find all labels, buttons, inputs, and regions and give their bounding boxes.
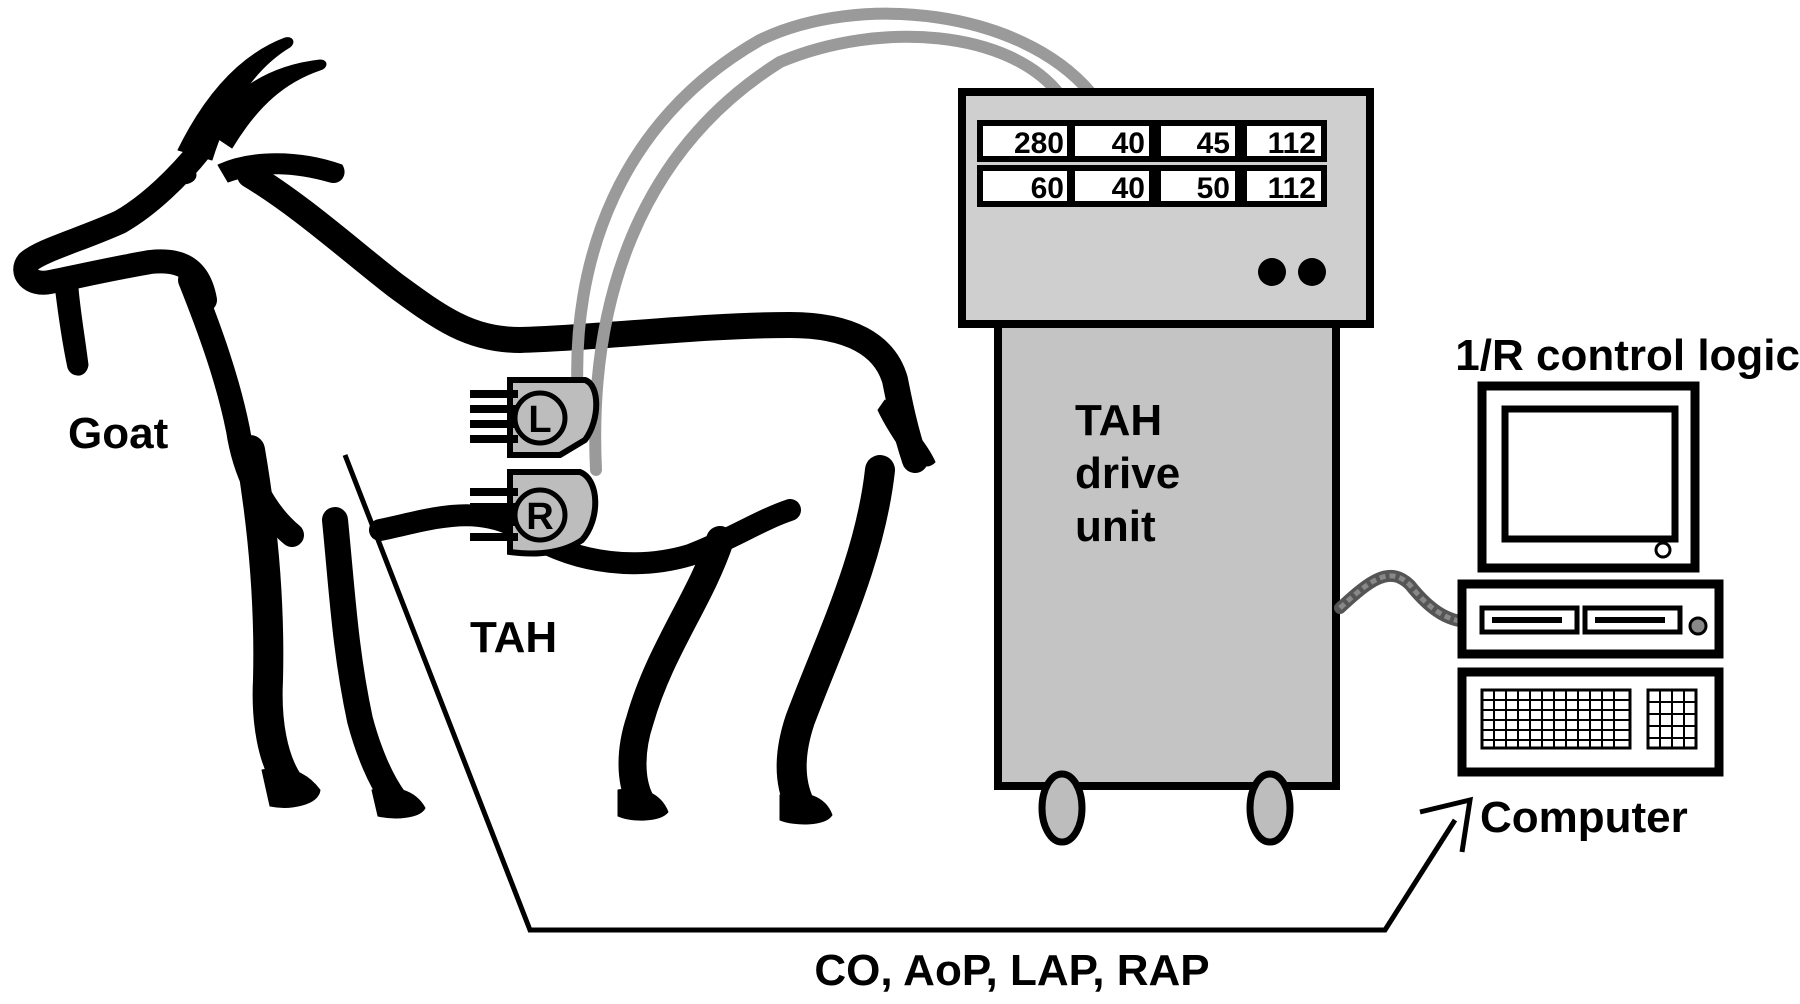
display-row-1: 280 40 45 112 xyxy=(977,120,1327,162)
control-logic-label: 1/R control logic xyxy=(1455,331,1800,380)
display-r2-c1: 60 xyxy=(1031,172,1064,205)
goat-head xyxy=(13,138,217,312)
goat-ear xyxy=(217,153,345,184)
display-r1-c4: 112 xyxy=(1268,127,1316,160)
signal-arrowhead xyxy=(1419,796,1474,853)
drive-unit-knob-left xyxy=(1258,258,1286,286)
display-r2-c4: 112 xyxy=(1268,172,1316,205)
goat-tail xyxy=(877,399,936,467)
signal-line xyxy=(342,454,1458,933)
tah-right-connectors xyxy=(470,488,518,541)
tah-left-badge xyxy=(512,390,568,446)
goat-foreleg-left xyxy=(235,435,305,800)
drive-unit-wheel-right xyxy=(1246,770,1294,846)
computer-screen xyxy=(1501,405,1679,543)
tah-left-label: L xyxy=(528,399,551,441)
goat-hindleg-left xyxy=(618,526,734,814)
display-r2-c3: 50 xyxy=(1197,172,1230,205)
tah-right-badge xyxy=(512,487,568,543)
drive-computer-cable-core xyxy=(1338,573,1481,625)
goat-hoof-fl xyxy=(261,767,321,808)
display-row-2: 60 40 50 112 xyxy=(977,165,1327,207)
drive-tube-right xyxy=(589,30,1066,476)
tah-right-label: R xyxy=(526,496,553,538)
keyboard-keys-numpad xyxy=(1646,688,1698,750)
drive-unit-label-line1: TAH xyxy=(1075,396,1162,445)
goat-foreleg-right xyxy=(322,507,408,813)
tah-device: L R xyxy=(470,377,600,557)
computer xyxy=(1457,381,1724,777)
goat-beard xyxy=(54,284,89,376)
goat-label: Goat xyxy=(68,409,169,458)
display-r1-c2: 40 xyxy=(1112,127,1145,160)
goat-horn-front xyxy=(204,59,327,149)
drive-unit-knob-right xyxy=(1298,258,1326,286)
drive-tube-left xyxy=(571,7,1096,406)
computer-cpu-button xyxy=(1688,616,1708,636)
drive-unit-label-line3: unit xyxy=(1075,502,1156,551)
goat-hoof-rr xyxy=(779,792,833,825)
computer-power-button xyxy=(1654,541,1672,559)
tah-left-connectors xyxy=(470,390,518,443)
drive-unit-cabinet xyxy=(994,320,1340,790)
computer-label: Computer xyxy=(1480,793,1688,842)
goat-hindleg-right xyxy=(776,455,895,820)
drive-unit-wheel-left xyxy=(1038,770,1086,846)
goat-hoof-rl xyxy=(617,788,669,821)
goat-eye xyxy=(169,165,197,185)
drive-unit: 280 40 45 112 60 40 50 112 TAH drive uni… xyxy=(958,88,1374,846)
drive-unit-label-line2: drive xyxy=(1075,449,1180,498)
goat-hoof-fr xyxy=(371,787,426,819)
goat-back xyxy=(237,162,928,473)
display-r1-c1: 280 xyxy=(1014,127,1064,160)
drive-tubes xyxy=(571,7,1096,476)
tah-label: TAH xyxy=(470,613,557,662)
display-r1-c3: 45 xyxy=(1197,127,1230,160)
goat-neck-front xyxy=(178,268,304,547)
keyboard-keys-main xyxy=(1480,688,1632,750)
display-r2-c2: 40 xyxy=(1112,172,1145,205)
signals-label: CO, AoP, LAP, RAP xyxy=(814,946,1209,995)
goat-silhouette xyxy=(13,37,936,825)
goat-belly xyxy=(369,499,801,575)
